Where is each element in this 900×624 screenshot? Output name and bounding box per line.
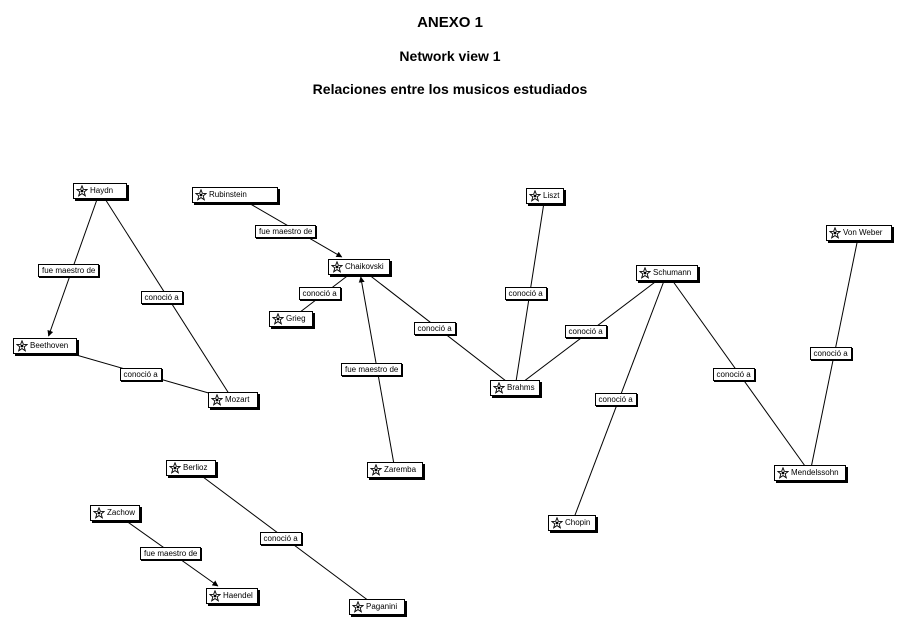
star-node-icon: [271, 312, 285, 325]
view-title: Network view 1: [399, 48, 501, 64]
node-mendelssohn[interactable]: Mendelssohn: [774, 465, 846, 481]
edge-label: conoció a: [564, 325, 607, 338]
edge-label: fue maestro de: [341, 363, 403, 376]
edge-label: conoció a: [809, 347, 852, 360]
node-label: Haydn: [90, 186, 114, 195]
star-node-icon: [208, 589, 222, 602]
node-label: Schumann: [653, 268, 692, 277]
diagram-subtitle: Relaciones entre los musicos estudiados: [312, 81, 588, 97]
node-label: Zaremba: [384, 465, 417, 474]
node-rubinstein[interactable]: Rubinstein: [192, 187, 278, 203]
star-node-icon: [528, 189, 542, 202]
node-grieg[interactable]: Grieg: [269, 311, 313, 327]
node-label: Brahms: [507, 383, 535, 392]
node-chopin[interactable]: Chopin: [548, 515, 596, 531]
edge-label: conoció a: [259, 532, 302, 545]
node-label: Haendel: [223, 591, 253, 600]
node-berlioz[interactable]: Berlioz: [166, 460, 216, 476]
edge-label: conoció a: [413, 322, 456, 335]
annex-title: ANEXO 1: [417, 14, 483, 31]
node-mozart[interactable]: Mozart: [208, 392, 258, 408]
node-brahms[interactable]: Brahms: [490, 380, 540, 396]
star-node-icon: [492, 381, 506, 394]
edge-label: conoció a: [594, 393, 637, 406]
node-label: Chaikovski: [345, 262, 384, 271]
star-node-icon: [75, 184, 89, 197]
node-label: Grieg: [286, 314, 306, 323]
star-node-icon: [15, 339, 29, 352]
edge-label: conoció a: [119, 368, 162, 381]
node-label: Von Weber: [843, 228, 883, 237]
node-paganini[interactable]: Paganini: [349, 599, 405, 615]
edge-label: conoció a: [140, 291, 183, 304]
edge-haydn-beethoven: [47, 190, 101, 337]
node-liszt[interactable]: Liszt: [526, 188, 565, 204]
node-label: Zachow: [107, 508, 136, 517]
node-label: Mendelssohn: [791, 468, 839, 477]
node-chaikovski[interactable]: Chaikovski: [328, 259, 390, 275]
star-node-icon: [828, 226, 842, 239]
node-label: Chopin: [565, 518, 591, 527]
node-schumann[interactable]: Schumann: [636, 265, 698, 281]
node-vonweber[interactable]: Von Weber: [826, 225, 892, 241]
edge-label: fue maestro de: [38, 264, 100, 277]
edge-label: conoció a: [298, 287, 341, 300]
star-node-icon: [330, 260, 344, 273]
star-node-icon: [92, 506, 106, 519]
node-label: Mozart: [225, 395, 250, 404]
node-beethoven[interactable]: Beethoven: [13, 338, 77, 354]
star-node-icon: [168, 461, 182, 474]
node-label: Beethoven: [30, 341, 69, 350]
star-node-icon: [194, 188, 208, 201]
edge-label: conoció a: [712, 368, 755, 381]
star-node-icon: [369, 463, 383, 476]
node-label: Berlioz: [183, 463, 208, 472]
node-zachow[interactable]: Zachow: [90, 505, 141, 521]
star-node-icon: [351, 600, 365, 613]
node-zaremba[interactable]: Zaremba: [367, 462, 423, 478]
star-node-icon: [776, 466, 790, 479]
edge-label: fue maestro de: [140, 547, 202, 560]
node-label: Liszt: [543, 191, 560, 200]
edge-label: conoció a: [504, 287, 547, 300]
node-label: Rubinstein: [209, 190, 247, 199]
edge-label: fue maestro de: [255, 225, 317, 238]
star-node-icon: [550, 516, 564, 529]
star-node-icon: [638, 266, 652, 279]
node-haydn[interactable]: Haydn: [73, 183, 127, 199]
star-node-icon: [210, 393, 224, 406]
node-haendel[interactable]: Haendel: [206, 588, 258, 604]
node-label: Paganini: [366, 602, 398, 611]
